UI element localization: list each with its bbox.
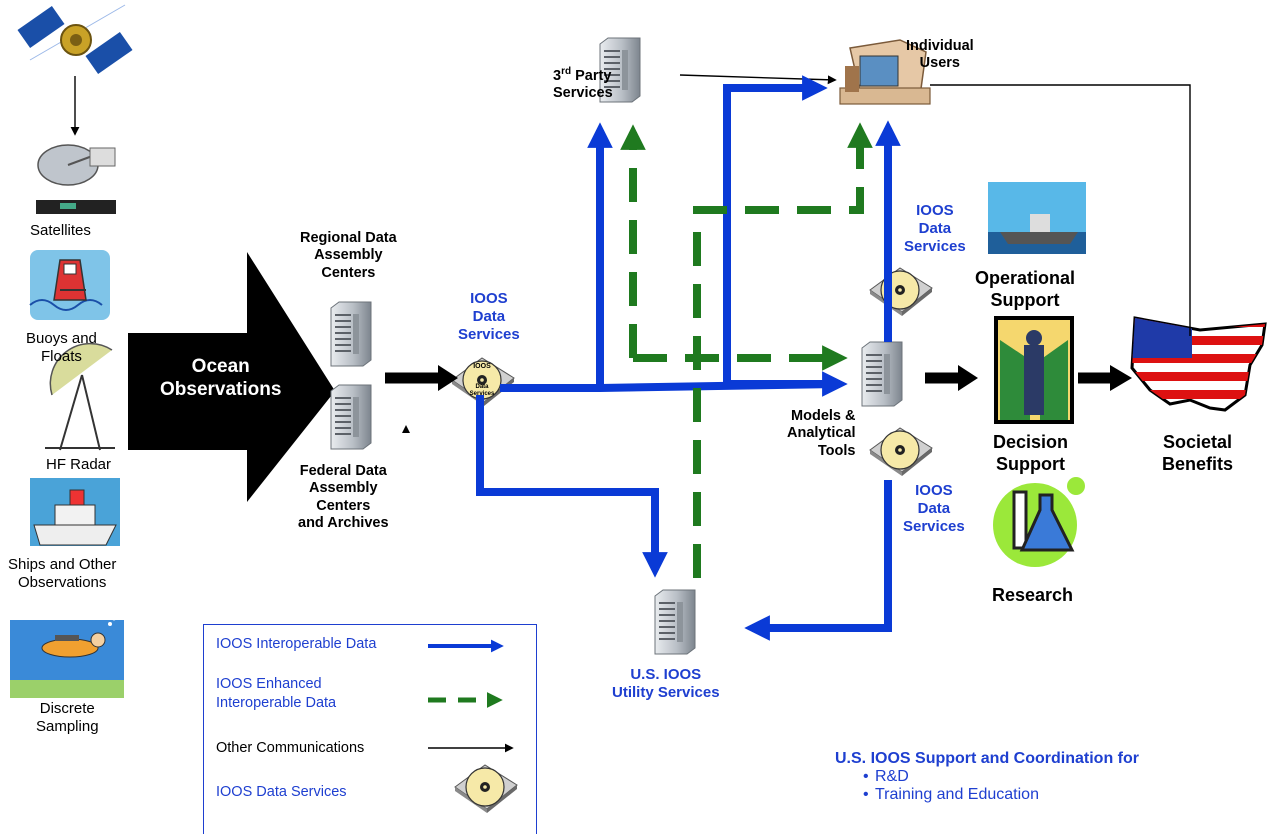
support-heading: U.S. IOOS Support and Coordination for — [835, 750, 1139, 767]
legend: IOOS Interoperable Data IOOS Enhanced In… — [203, 624, 537, 834]
federal-server-icon — [330, 384, 372, 450]
utility-services-label: U.S. IOOS Utility Services — [612, 666, 720, 701]
decision-support-label: Decision Support — [993, 432, 1069, 474]
ioos-disc-icon-lower-right — [869, 427, 933, 477]
flow-benefits-to-users — [930, 84, 1191, 336]
federal-centers-label: Federal Data Assembly Centers and Archiv… — [298, 463, 389, 532]
models-tools-label: Models & Analytical Tools — [787, 408, 856, 459]
research-flask-icon — [993, 477, 1085, 567]
models-server-icon — [861, 341, 903, 407]
utility-server-icon — [654, 589, 696, 655]
ioos-disc-icon-upper-right — [869, 267, 933, 317]
ship-icon — [30, 478, 120, 546]
disc-text-l1: IOOS — [473, 363, 491, 370]
computer-icon — [839, 39, 931, 105]
diver-icon — [10, 615, 124, 698]
individual-users-label: Individual Users — [906, 38, 974, 72]
flow-models-to-decision-head — [958, 365, 978, 391]
ioos-services-label-lower-right: IOOS Data Services — [903, 482, 965, 535]
buoy-icon — [29, 250, 110, 320]
buoys-label: Buoys and Floats — [26, 330, 97, 365]
research-label: Research — [992, 585, 1074, 605]
flow-thirdparty-to-users — [679, 74, 837, 85]
legend-enhanced-label: IOOS Enhanced Interoperable Data — [216, 676, 337, 711]
hf-radar-icon — [45, 342, 115, 451]
small-triangle-mark — [402, 425, 410, 433]
ships-label: Ships and Other Observations — [8, 556, 117, 591]
support-item-rd: R&D — [875, 768, 1139, 786]
operational-support-label: Operational Support — [975, 268, 1076, 310]
ocean-observations-label: Ocean Observations — [160, 356, 282, 400]
legend-other-label: Other Communications — [216, 740, 365, 756]
support-coordination: U.S. IOOS Support and Coordination for R… — [835, 750, 1139, 804]
decision-person-icon — [994, 316, 1074, 424]
ocean-observations-arrow — [128, 252, 335, 502]
legend-interoperable-label: IOOS Interoperable Data — [216, 636, 377, 652]
societal-benefits-label: Societal Benefits — [1162, 432, 1234, 474]
support-item-training: Training and Education — [875, 786, 1139, 804]
blue-to-utility — [476, 395, 668, 578]
ship-photo-icon — [988, 182, 1086, 254]
flow-decision-to-benefits-head — [1110, 365, 1132, 391]
hf-radar-label: HF Radar — [46, 456, 112, 473]
flow-centers-to-services-head — [438, 365, 458, 391]
discrete-sampling-label: Discrete Sampling — [36, 700, 99, 735]
disc-text-l3: Services — [470, 391, 495, 397]
ioos-services-label-upper-right: IOOS Data Services — [904, 202, 966, 255]
satellites-label: Satellites — [30, 222, 91, 239]
green-utility-up — [693, 122, 873, 578]
ioos-services-label-left: IOOS Data Services — [458, 290, 520, 343]
usa-flag-map-icon — [1130, 316, 1267, 412]
satellite-dish-icon — [36, 144, 116, 214]
third-party-label: 3rd Party Services — [553, 66, 613, 102]
regional-server-icon — [330, 301, 372, 367]
regional-centers-label: Regional Data Assembly Centers — [300, 230, 397, 281]
blue-to-users — [723, 75, 828, 388]
satellite-icon — [17, 4, 133, 75]
disc-text-l2: Data — [475, 384, 489, 390]
blue-models-down-to-utility — [744, 480, 892, 641]
legend-services-label: IOOS Data Services — [216, 784, 347, 800]
